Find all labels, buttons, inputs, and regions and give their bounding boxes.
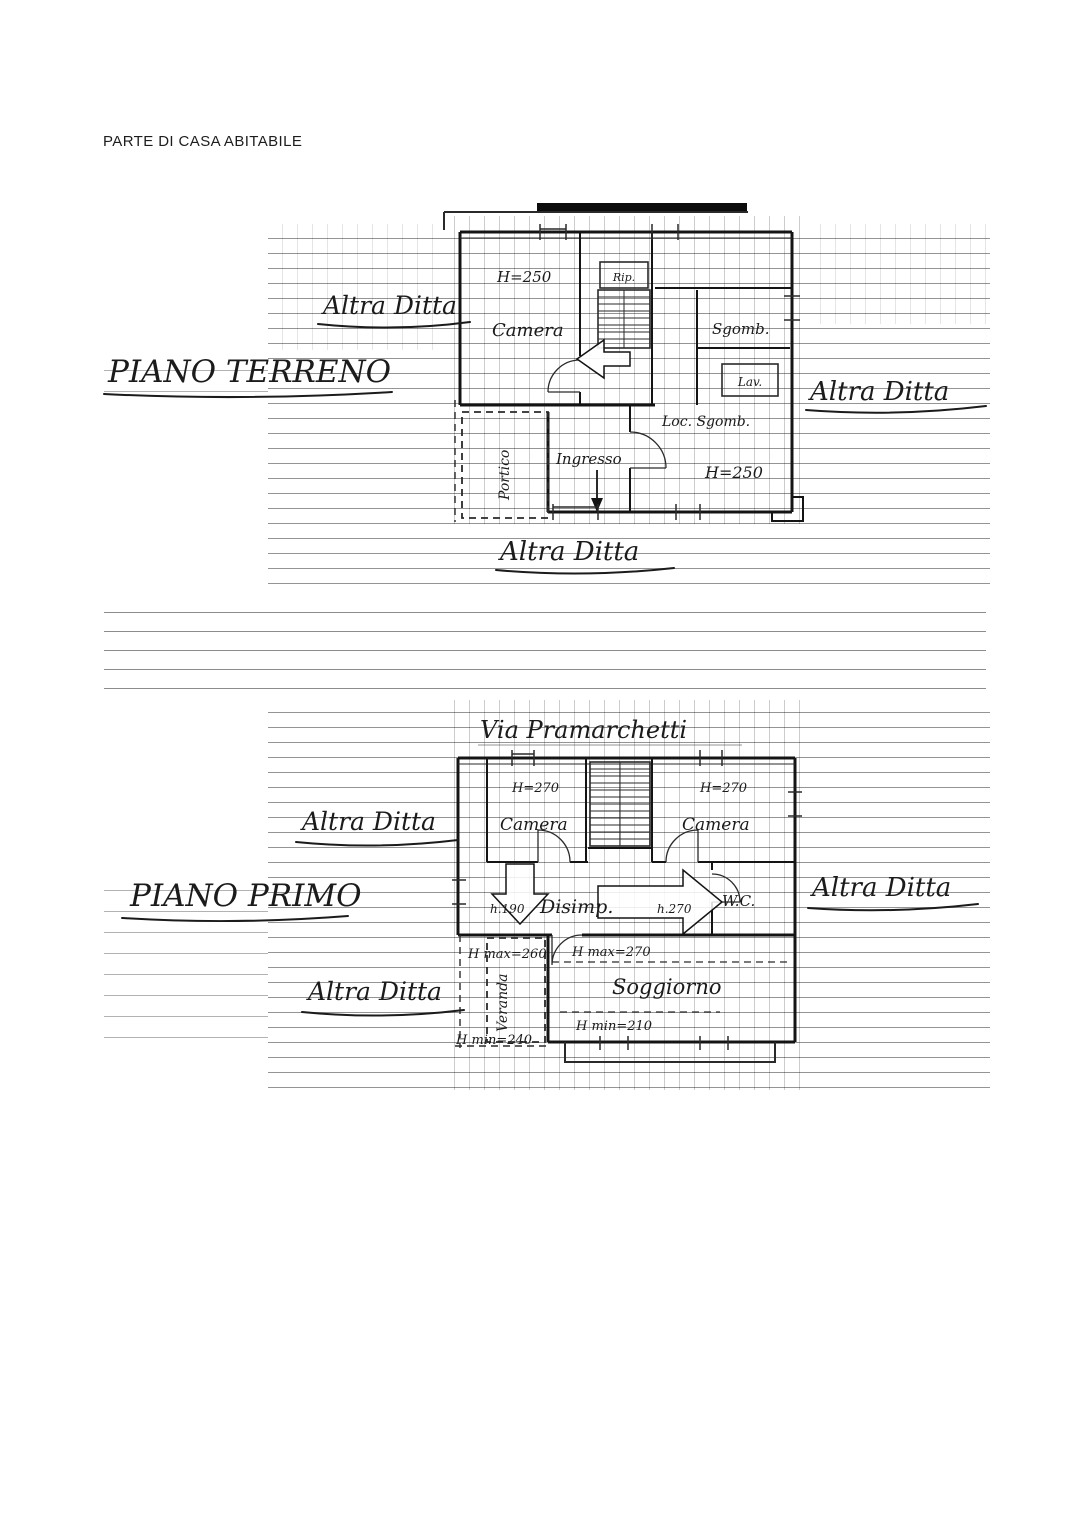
ground-entrance-arrow [591,470,603,512]
graph-paper-hlines-left-upper [104,350,268,396]
first-balcony [564,1042,776,1063]
soggiorno-height-min-label: H min=210 [575,1019,652,1034]
graph-paper-hlines-mid [104,594,986,690]
first-neighbor-left-label: Altra Ditta [300,807,436,836]
first-veranda-outline [455,935,548,1048]
first-neighbor-right-label: Altra Ditta [810,873,951,903]
soggiorno-height-max-label: H max=270 [571,945,651,960]
ground-neighbor-bottom-underline [495,567,675,575]
first-floor-title: PIANO PRIMO [129,878,362,914]
first-neighbor-left-underline [295,839,459,847]
veranda-label: Veranda [495,974,511,1032]
ground-window-symbols [539,224,800,520]
ground-rip-label: Rip. [612,271,635,284]
ground-rip-closet [599,261,649,289]
first-neighbor-bottom-left-label: Altra Ditta [306,977,442,1006]
ground-floor-title-underline [103,391,393,399]
ground-neighbor-bottom-label: Altra Ditta [498,537,639,567]
ground-lav-closet [721,363,779,397]
first-disimp-label: Disimp. [539,896,613,918]
ground-locsgomb-door [629,431,667,469]
soggiorno-label: Soggiorno [612,975,721,999]
ground-floor-title: PIANO TERRENO [107,354,391,390]
soggiorno-ceiling-lines [552,961,790,1013]
page-title: PARTE DI CASA ABITABILE [103,133,303,150]
ground-neighbor-left-underline [317,321,471,329]
scan-dark-bar [537,203,747,212]
first-floor-title-underline [121,915,349,923]
first-stairs [589,761,651,847]
graph-paper-vlines-top-left [268,224,440,350]
ground-camera-door [547,359,581,393]
veranda-height-max-label: H max=260 [467,947,547,962]
first-outer-walls [456,756,797,1044]
ground-portico-label: Portico [497,450,513,501]
graph-paper-vlines-top-right [806,224,986,324]
first-neighbor-bottom-left-underline [301,1009,465,1017]
ground-camera-label: Camera [492,320,564,341]
first-floor-plan: Via Pramarchetti [121,716,979,1063]
ground-sgomb-label: Sgomb. [712,320,770,338]
ground-stairs [597,261,651,349]
first-doors [537,829,741,966]
ground-locsgomb-height-label: H=250 [704,463,763,482]
ground-neighbor-right-label: Altra Ditta [808,377,949,407]
first-disimp-height-left-label: h.190 [490,902,525,916]
ground-stair-arrow [575,338,631,380]
ground-camera-height-label: H=250 [496,268,552,286]
ground-locsgomb-label: Loc. Sgomb. [661,414,750,430]
first-camera-left-height-label: H=270 [511,781,559,796]
scan-top-line [443,211,748,230]
ground-portico-outline [454,400,549,522]
veranda-height-min-label: H min=240 [455,1033,532,1048]
graph-paper-vlines-top [440,216,806,524]
ground-neighbor-left-label: Altra Ditta [321,291,457,320]
first-camera-right-label: Camera [682,815,750,835]
first-camera-right-height-label: H=270 [699,781,747,796]
ground-step [771,496,804,522]
first-wc-label: W.C. [722,892,755,910]
graph-paper-hlines-left-lower [104,870,268,1048]
first-camera-left-label: Camera [500,815,568,835]
corridor-right-arrow [597,868,724,936]
first-window-symbols [452,750,802,1050]
first-disimp-height-right-label: h.270 [657,902,692,916]
ground-floor-plan: H=250 Camera Rip. Sgomb. Lav. Loc. Sgomb… [103,203,987,575]
ground-outer-walls [458,230,794,514]
first-partitions [486,758,795,935]
ground-lav-label: Lav. [737,375,762,389]
ground-partitions [579,232,792,512]
first-neighbor-right-underline [807,903,979,912]
ground-neighbor-right-underline [805,405,987,414]
street-name-label: Via Pramarchetti [480,716,687,744]
corridor-down-arrow [490,863,550,926]
ground-ingresso-label: Ingresso [555,450,622,468]
